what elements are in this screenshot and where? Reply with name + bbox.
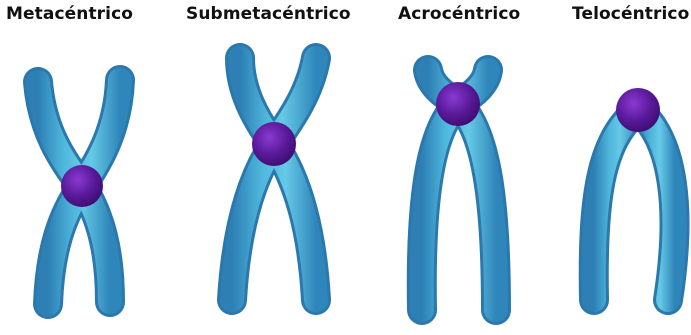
telocentric-chromosome: [594, 88, 675, 300]
telocentric-centromere: [616, 88, 660, 132]
metacentric-centromere: [61, 165, 103, 207]
metacentric-chromosome: [38, 80, 120, 304]
acrocentric-centromere: [436, 82, 480, 126]
submetacentric-chromosome: [232, 58, 316, 300]
acrocentric-chromosome: [422, 70, 496, 310]
submetacentric-centromere: [252, 122, 296, 166]
